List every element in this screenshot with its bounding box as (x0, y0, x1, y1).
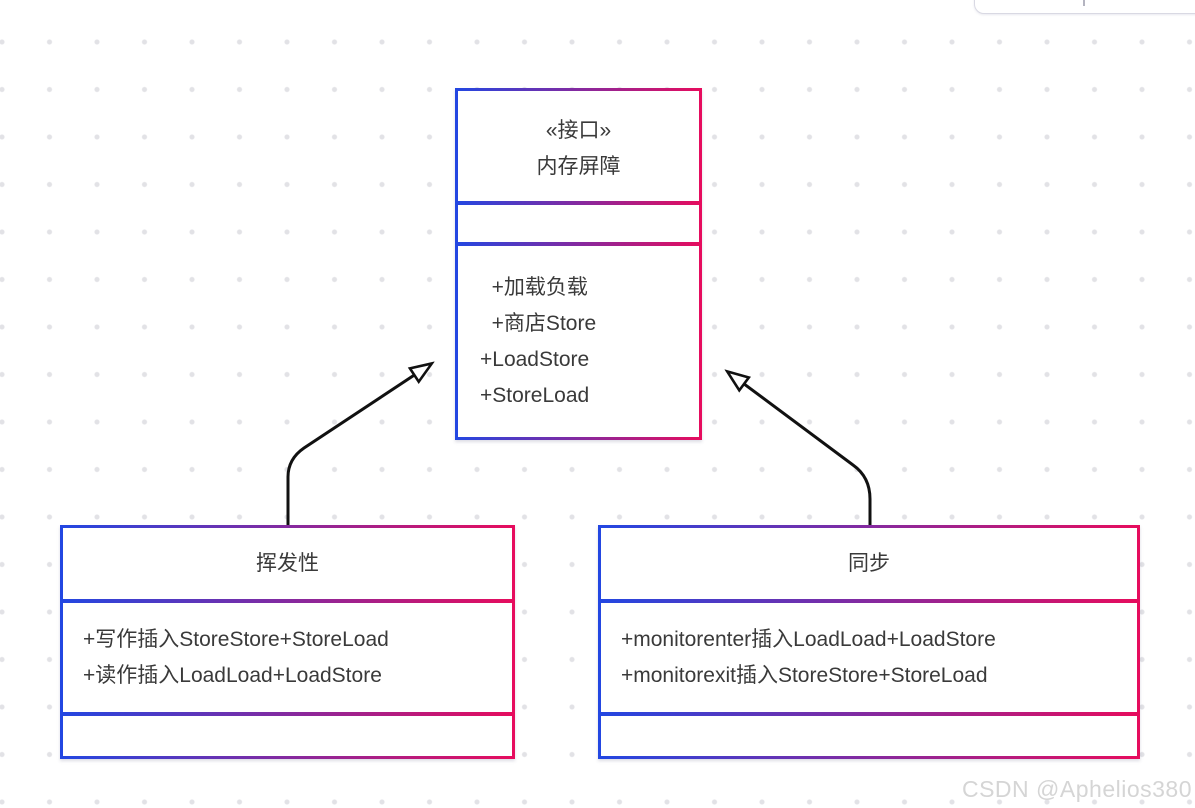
class-title-section: «接口» 内存屏障 (458, 91, 699, 201)
method-line: +monitorenter插入LoadLoad+LoadStore (621, 627, 996, 651)
method-line: +LoadStore (480, 347, 590, 371)
stereotype-label: «接口» (545, 119, 612, 142)
method-line: +商店Store (480, 311, 597, 335)
method-line: +读作插入LoadLoad+LoadStore (83, 663, 382, 687)
uml-class-synchronized[interactable]: 同步 +monitorenter插入LoadLoad+LoadStore +mo… (598, 525, 1140, 759)
methods-section: +加载负载 +商店Store +LoadStore +StoreLoad (458, 246, 699, 437)
uml-class-volatile[interactable]: 挥发性 +写作插入StoreStore+StoreLoad +读作插入LoadL… (60, 525, 515, 759)
class-title-section: 同步 (601, 528, 1137, 599)
class-name: 同步 (848, 551, 890, 575)
realization-arrow-volatile[interactable] (286, 364, 431, 528)
uml-class-memory-barrier[interactable]: «接口» 内存屏障 +加载负载 +商店Store +LoadStore +Sto… (455, 88, 702, 440)
class-name: 内存屏障 (536, 155, 621, 178)
method-line: +monitorexit插入StoreStore+StoreLoad (621, 663, 988, 687)
csdn-watermark: CSDN @Aphelios380 (961, 776, 1192, 802)
methods-section: +monitorenter插入LoadLoad+LoadStore +monit… (601, 603, 1137, 712)
floating-toolbar-fragment[interactable] (974, 0, 1195, 14)
empty-section (601, 716, 1137, 756)
attributes-section-empty (458, 205, 699, 242)
method-line: +写作插入StoreStore+StoreLoad (83, 627, 389, 651)
class-name: 挥发性 (256, 551, 319, 575)
toolbar-divider (1083, 0, 1085, 6)
method-line: +加载负载 (480, 275, 588, 299)
method-line: +StoreLoad (480, 383, 590, 407)
class-title-section: 挥发性 (63, 528, 512, 599)
methods-section: +写作插入StoreStore+StoreLoad +读作插入LoadLoad+… (63, 603, 512, 712)
empty-section (63, 716, 512, 756)
realization-arrow-sync[interactable] (728, 372, 872, 528)
